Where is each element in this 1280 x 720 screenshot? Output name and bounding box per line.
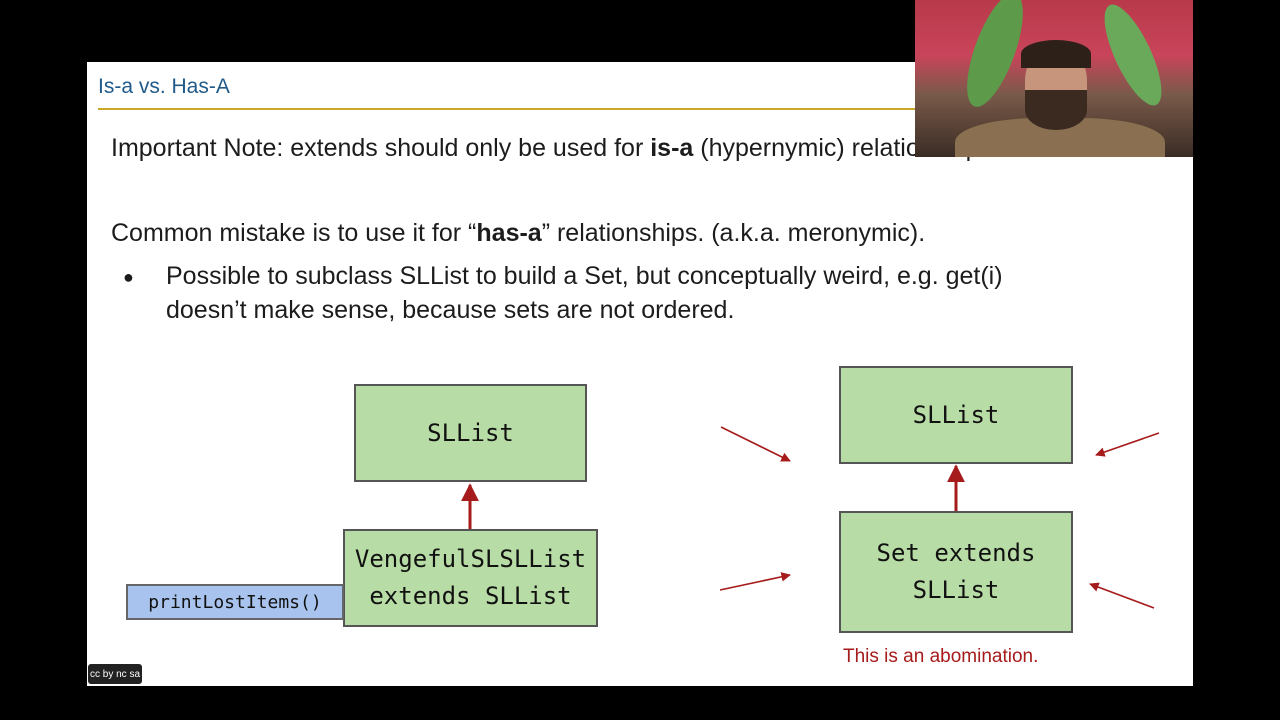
set-line-1: Set extends [876,539,1036,567]
pointer-arrow-4 [1089,582,1155,609]
pointer-arrow-1 [720,426,791,462]
common-mistake: Common mistake is to use it for “has-a” … [111,219,925,248]
set-line-2: SLList [912,576,1000,604]
abomination-caption: This is an abomination. [843,646,1039,667]
plant-leaf [1093,0,1173,113]
slide-title: Is-a vs. Has-A [98,75,230,98]
note-bold: is-a [650,134,694,162]
mistake-suffix: ” relationships. (a.k.a. meronymic). [541,219,926,247]
vengeful-line-2: extends SLList [369,582,572,610]
note-text: Important Note: extends should only be u… [111,134,651,162]
box-vengeful: VengefulSLSLList extends SLList [343,529,598,627]
box-sllist-left: SLList [354,384,587,482]
method-print-lost-items: printLostItems() [126,584,344,620]
slide: Is-a vs. Has-A Important Note: extends s… [87,62,1193,686]
presenter-beard [1025,90,1087,130]
title-rule [98,108,1108,110]
cc-license-badge: cc by nc sa [88,664,142,684]
bullet-line-2: doesn’t make sense, because sets are not… [166,296,735,324]
bullet-line-1: Possible to subclass SLList to build a S… [166,262,1003,290]
mistake-bold: has-a [476,219,542,247]
box-set: Set extends SLList [839,511,1073,633]
bullet-dot: ● [123,267,134,287]
mistake-text: Common mistake is to use it for “ [111,219,477,247]
presenter-hair [1021,40,1091,68]
pointer-arrow-3 [1095,432,1160,457]
box-sllist-right: SLList [839,366,1073,464]
pointer-arrow-2 [719,572,791,591]
webcam-overlay [915,0,1193,157]
arrows [461,426,1160,609]
vengeful-line-1: VengefulSLSLList [354,545,587,573]
